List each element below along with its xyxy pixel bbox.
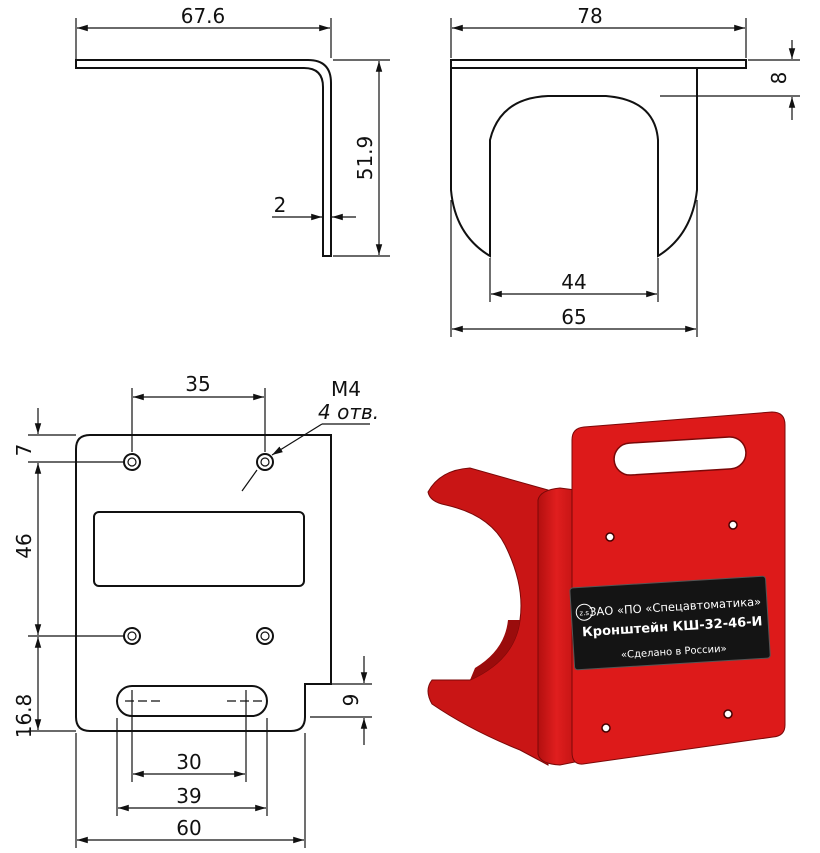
front-fork-outline xyxy=(450,68,698,258)
nameplate: z.s ЗАО «ПО «Спецавтоматика» Кронштейн К… xyxy=(569,575,771,671)
slot-length-dim: 39 xyxy=(176,784,201,808)
side-width-dim: 67.6 xyxy=(181,4,226,28)
side-height-dim: 51.9 xyxy=(353,136,377,181)
mount-hole-bottom-right xyxy=(256,627,274,645)
render-hole xyxy=(723,709,733,719)
plate-window xyxy=(93,511,305,587)
logo-emblem xyxy=(575,603,593,621)
mount-hole-top-left xyxy=(123,453,141,471)
front-offset-dim: 8 xyxy=(767,72,791,85)
render-hole xyxy=(605,532,615,542)
front-total-width-dim: 78 xyxy=(577,4,602,28)
plate-width-dim: 60 xyxy=(176,816,201,840)
plate-slot xyxy=(116,685,268,717)
mount-hole-bottom-left xyxy=(123,627,141,645)
side-view: 67.6 51.9 2 xyxy=(75,4,390,257)
thread-dim: M4 xyxy=(331,377,361,401)
front-view: 78 8 44 65 xyxy=(450,4,800,337)
vertical-spacing-dim: 46 xyxy=(12,533,36,558)
hole-spacing-dim: 35 xyxy=(185,372,210,396)
mount-hole-top-right xyxy=(256,453,274,471)
bracket-render: z.s ЗАО «ПО «Спецавтоматика» Кронштейн К… xyxy=(427,411,786,766)
side-thickness-dim: 2 xyxy=(274,193,287,217)
bottom-offset-dim: 16.8 xyxy=(12,694,36,739)
top-offset-dim: 7 xyxy=(12,444,36,457)
plan-view: 35 M4 4 отв. 7 46 16.8 9 30 3 xyxy=(12,372,379,848)
bracket-fork xyxy=(427,467,549,766)
render-top-slot xyxy=(613,436,747,476)
front-outer-width-dim: 65 xyxy=(561,305,586,329)
bracket-bend xyxy=(537,487,576,766)
logo-text: z.s xyxy=(579,609,589,618)
slot-height-dim: 9 xyxy=(339,694,363,707)
render-hole xyxy=(728,520,738,530)
front-top-flange xyxy=(450,59,747,69)
front-inner-width-dim: 44 xyxy=(561,270,586,294)
plate-outline xyxy=(75,434,332,732)
render-hole xyxy=(601,723,611,733)
side-profile xyxy=(75,59,332,257)
slot-centers-dim: 30 xyxy=(176,750,201,774)
holes-count: 4 отв. xyxy=(318,400,379,424)
